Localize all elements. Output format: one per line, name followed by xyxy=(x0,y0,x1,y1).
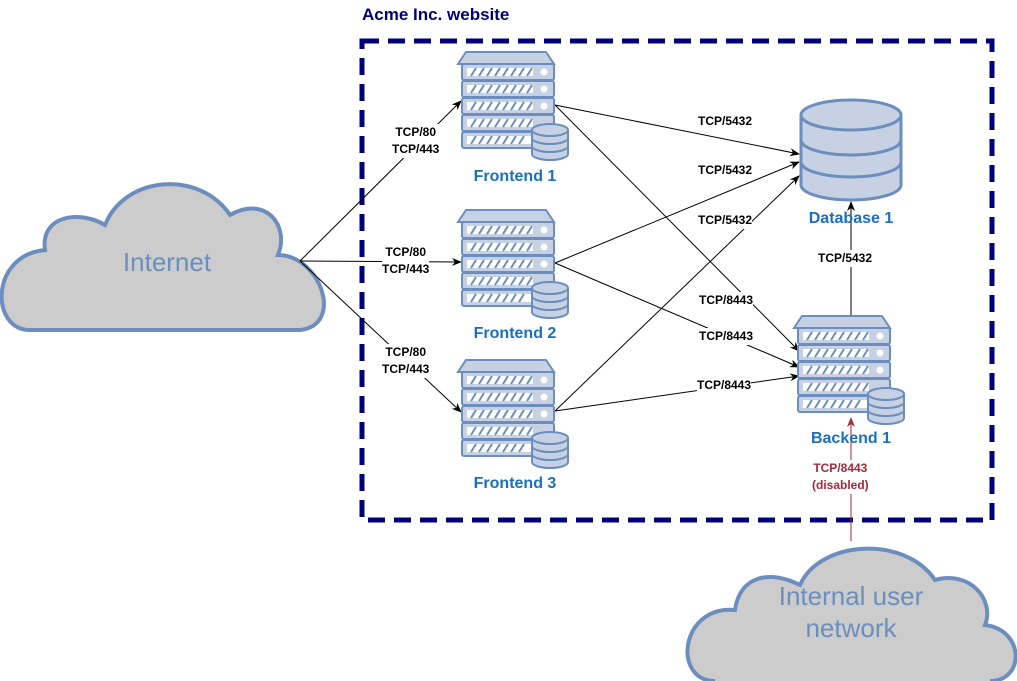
edge-internet-frontend2 xyxy=(299,257,462,266)
internet-label: Internet xyxy=(97,246,237,278)
website-boundary xyxy=(359,38,995,523)
backend1-server-icon xyxy=(793,315,905,425)
edge-frontend2-database xyxy=(554,161,800,264)
edge-frontend1-backend xyxy=(554,104,800,352)
edge-label-line: TCP/443 xyxy=(382,262,430,276)
frontend1-label: Frontend 1 xyxy=(473,168,557,185)
edge-label-frontend3-database: TCP/5432 xyxy=(698,212,753,229)
edge-frontend2-backend xyxy=(554,262,800,368)
edge-label-frontend2-database: TCP/5432 xyxy=(698,162,753,179)
database1-label: Database 1 xyxy=(808,210,894,227)
edge-label-line: (disabled) xyxy=(812,478,869,492)
database-icon xyxy=(799,98,903,202)
edge-label-internet-frontend2: TCP/80 TCP/443 xyxy=(382,244,430,278)
edge-label-line: TCP/80 xyxy=(385,345,427,359)
internal-network-label: Internal user network xyxy=(751,580,951,644)
internal-network-label-line2: network xyxy=(805,613,897,643)
internal-network-cloud xyxy=(685,546,1017,681)
edge-label-backend-database: TCP/5432 xyxy=(818,250,873,267)
frontend1-server-icon xyxy=(457,51,569,161)
edge-label-frontend1-database: TCP/5432 xyxy=(698,113,753,130)
edge-label-frontend3-backend: TCP/8443 xyxy=(697,377,752,394)
edge-label-internet-frontend3: TCP/80 TCP/443 xyxy=(382,344,430,378)
edge-label-line: TCP/80 xyxy=(385,245,427,259)
edge-frontend3-database xyxy=(554,175,800,412)
backend1-label: Backend 1 xyxy=(810,430,892,447)
internet-label-text: Internet xyxy=(122,247,212,277)
frontend2-label: Frontend 2 xyxy=(473,325,557,342)
frontend2-server-icon xyxy=(457,209,569,319)
edge-frontend3-backend xyxy=(554,373,800,412)
edge-label-internal-backend: TCP/8443 (disabled) xyxy=(812,460,869,494)
boundary-title: Acme Inc. website xyxy=(362,5,510,24)
edge-internet-frontend3 xyxy=(299,260,462,413)
internet-cloud xyxy=(0,182,326,332)
edge-label-internet-frontend1: TCP/80 TCP/443 xyxy=(392,124,440,158)
edge-label-line: TCP/443 xyxy=(392,142,440,156)
edge-label-frontend1-backend: TCP/8443 xyxy=(699,292,754,309)
edge-label-line: TCP/8443 xyxy=(813,461,868,475)
internal-network-label-line1: Internal user xyxy=(778,581,924,611)
frontend3-server-icon xyxy=(457,359,569,469)
edge-label-frontend2-backend: TCP/8443 xyxy=(699,328,754,345)
edge-label-line: TCP/443 xyxy=(382,362,430,376)
frontend3-label: Frontend 3 xyxy=(473,475,557,492)
edge-label-line: TCP/80 xyxy=(395,125,437,139)
edge-frontend1-database xyxy=(554,104,800,157)
